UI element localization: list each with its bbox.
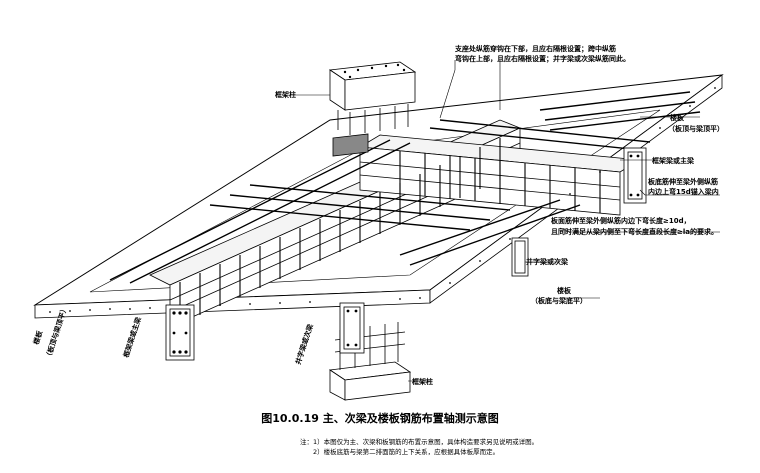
label-lap-2: 且同时满足从梁内侧至下弯长度直段长度≥la的要求。 bbox=[551, 227, 718, 236]
notes-prefix: 注： bbox=[300, 438, 313, 446]
label-slab-bottom: 楼板 bbox=[557, 286, 572, 295]
label-slab-left: 楼板 bbox=[31, 329, 44, 346]
beam-section-lower bbox=[511, 237, 529, 277]
label-slab-right: 楼板 bbox=[670, 113, 685, 122]
slab-rebar-mesh bbox=[109, 91, 701, 284]
beam-section-middle bbox=[339, 302, 365, 354]
figure-number: 图10.0.19 bbox=[261, 412, 319, 425]
column-bottom bbox=[328, 322, 412, 401]
label-slab-right-sub: （板顶与梁顶平） bbox=[668, 124, 724, 133]
concrete-hatch bbox=[332, 133, 369, 157]
label-frame-beam-right: 框架梁或主梁 bbox=[652, 156, 695, 165]
cross-beam-stirrups bbox=[399, 151, 601, 213]
label-lap-1: 板面筋伸至梁外侧纵筋内边下弯长度≥10d， bbox=[551, 216, 691, 225]
label-column-bottom: 框架柱 bbox=[412, 377, 433, 386]
label-cross-beam-bottom: 井字梁或次梁 bbox=[293, 322, 315, 366]
figure-caption: 图10.0.19 主、次梁及楼板钢筋布置轴测示意图 bbox=[0, 410, 760, 426]
figure-title: 主、次梁及楼板钢筋布置轴测示意图 bbox=[322, 412, 499, 425]
note-1-row: 注：1）本图仅为主、次梁和板钢筋的布置示意图，具体构造要求另见说明或详图。 bbox=[300, 437, 538, 447]
label-slab-bottom-sub: （板底与梁底平） bbox=[531, 296, 587, 305]
label-frame-beam-left: 框架梁或主梁 bbox=[121, 315, 143, 359]
note-2-row: 2）楼板底筋与梁第二排面筋的上下关系，应根据具体板厚而定。 bbox=[300, 447, 538, 457]
figure-notes: 注：1）本图仅为主、次梁和板钢筋的布置示意图，具体构造要求另见说明或详图。 2）… bbox=[300, 437, 538, 457]
top-note-line-1: 支座处纵筋穿钩在下部，且应右隔根设置；跨中纵筋 bbox=[454, 44, 616, 53]
label-cross-beam: 井字梁或次梁 bbox=[526, 257, 569, 266]
label-column-top: 框架柱 bbox=[275, 90, 296, 99]
column-top bbox=[328, 61, 417, 135]
note-1: 1）本图仅为主、次梁和板钢筋的布置示意图，具体构造要求另见说明或详图。 bbox=[313, 438, 539, 446]
note-2: 2）楼板底筋与梁第二排面筋的上下关系，应根据具体板厚而定。 bbox=[313, 448, 500, 456]
top-note-line-2: 弯钩在上部，且应右隔根设置；并字梁或次梁纵筋同此。 bbox=[455, 54, 630, 63]
leader-lines bbox=[292, 60, 720, 382]
slab-edge-dots bbox=[49, 87, 716, 313]
beam-section-left bbox=[165, 304, 195, 361]
label-anchor-2: 内边上弯15d锚入梁内 bbox=[648, 187, 719, 196]
beam-section-right bbox=[623, 147, 647, 204]
label-anchor-1: 板底筋伸至梁外侧纵筋 bbox=[648, 177, 718, 186]
